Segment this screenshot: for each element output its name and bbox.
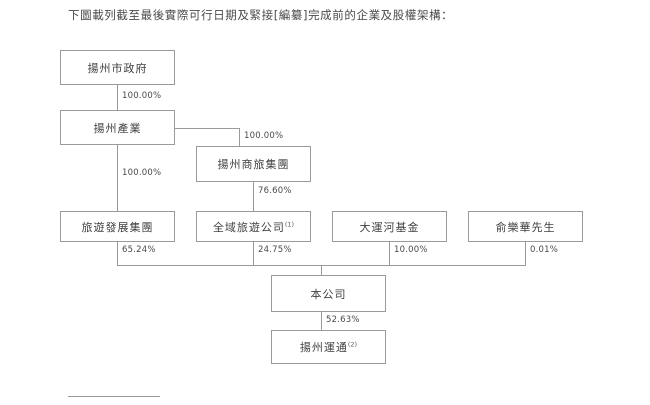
edge-industry-to-commerce-travel-horizontal	[175, 128, 239, 129]
percent-commerce-travel-to-quanyu: 76.60%	[257, 186, 293, 196]
node-label-text: 揚州運通	[299, 341, 348, 354]
percent-canal-fund-to-company: 10.00%	[393, 245, 429, 255]
footnote-separator-rule	[68, 396, 160, 397]
percent-yu-to-company: 0.01%	[529, 245, 560, 255]
node-yangzhou-municipal-government[interactable]: 揚州市政府	[60, 50, 175, 85]
node-label: 揚州運通(2)	[300, 339, 357, 355]
node-label: 大運河基金	[359, 220, 420, 234]
edge-gov-to-industry	[117, 85, 118, 115]
node-label: 旅遊發展集團	[81, 220, 154, 234]
edge-merge-to-our-company	[321, 265, 322, 275]
edge-tourism-dev-down	[117, 241, 118, 265]
percent-gov-to-industry: 100.00%	[121, 91, 163, 101]
edge-yu-down	[525, 241, 526, 265]
node-label-superscript: (1)	[284, 219, 295, 228]
percent-industry-to-tourism-dev: 100.00%	[121, 168, 163, 178]
node-yangzhou-commerce-travel-group[interactable]: 揚州商旅集團	[196, 146, 311, 182]
node-yangzhou-yuntong[interactable]: 揚州運通(2)	[271, 330, 386, 364]
edge-industry-to-commerce-travel-vertical	[239, 128, 240, 146]
edge-canal-fund-down	[389, 241, 390, 265]
edge-quanyu-down	[253, 241, 254, 265]
percent-quanyu-to-company: 24.75%	[257, 245, 293, 255]
node-label-superscript: (2)	[347, 340, 358, 349]
node-tourism-development-group[interactable]: 旅遊發展集團	[60, 211, 175, 242]
percent-company-to-yuntong: 52.63%	[325, 315, 361, 325]
node-quanyu-tourism-company[interactable]: 全域旅遊公司(1)	[196, 211, 311, 242]
node-label: 揚州市政府	[87, 61, 148, 75]
node-label-text: 全域旅遊公司	[212, 220, 285, 234]
node-label: 俞樂華先生	[495, 220, 556, 234]
node-label: 本公司	[310, 287, 347, 301]
node-label: 全域旅遊公司(1)	[213, 219, 294, 235]
node-label: 揚州商旅集團	[217, 158, 290, 171]
edge-industry-to-tourism-dev	[117, 145, 118, 212]
node-grand-canal-fund[interactable]: 大運河基金	[332, 211, 447, 242]
node-our-company[interactable]: 本公司	[271, 275, 386, 312]
node-mr-yu-lehua[interactable]: 俞樂華先生	[468, 211, 583, 242]
percent-tourism-dev-to-company: 65.24%	[121, 245, 157, 255]
edge-commerce-travel-to-quanyu	[253, 182, 254, 212]
node-label: 揚州產業	[93, 121, 142, 135]
percent-industry-to-commerce-travel: 100.00%	[243, 131, 285, 141]
page-caption: 下圖載列截至最後實際可行日期及緊接[編纂]完成前的企業及股權架構：	[68, 8, 454, 22]
edge-our-company-to-yuntong	[321, 312, 322, 330]
node-yangzhou-industry[interactable]: 揚州產業	[60, 110, 175, 145]
